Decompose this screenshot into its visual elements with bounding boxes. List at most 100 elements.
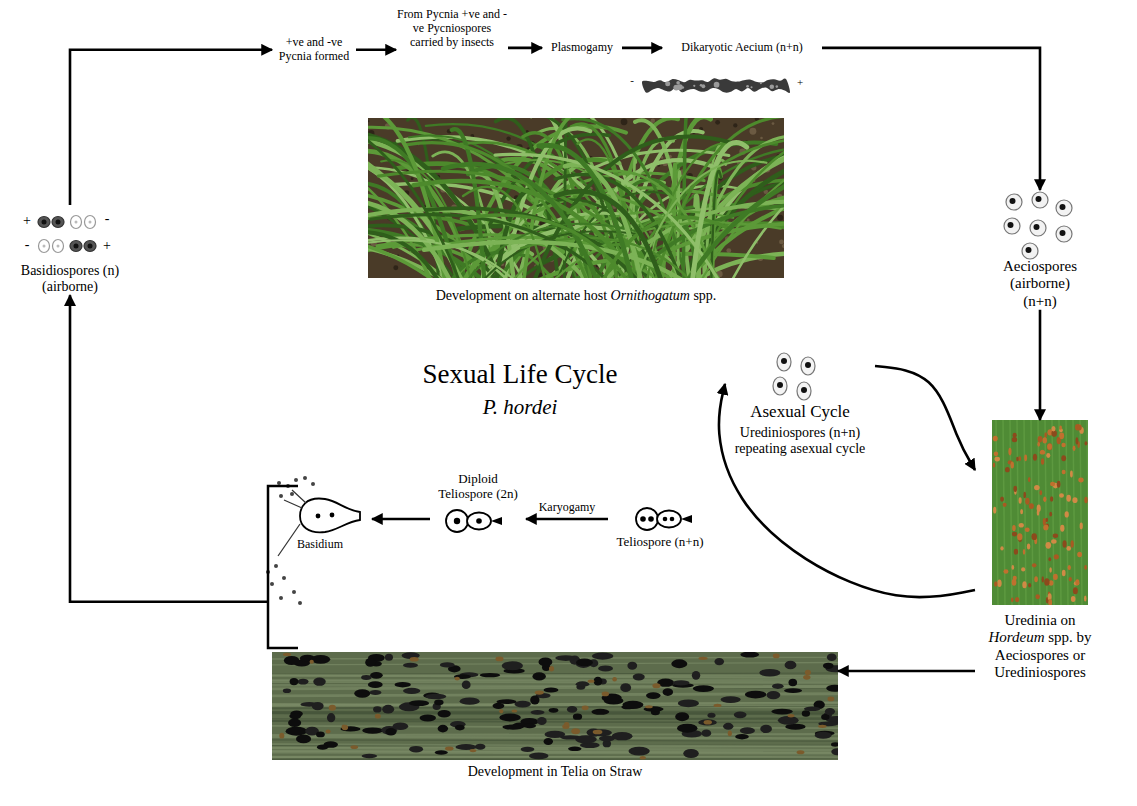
telium bbox=[714, 658, 724, 665]
uredinium bbox=[535, 690, 544, 694]
grass-blade bbox=[461, 215, 630, 278]
straw-streak bbox=[272, 657, 838, 659]
rust-pustule bbox=[1044, 578, 1049, 586]
telium bbox=[555, 655, 576, 661]
nucleus bbox=[330, 513, 335, 518]
uredinium bbox=[714, 704, 722, 707]
rust-pustule bbox=[1044, 432, 1047, 438]
rust-pustule bbox=[1050, 482, 1055, 486]
grass-blade bbox=[368, 230, 438, 278]
telium bbox=[576, 681, 590, 687]
leaf-vein bbox=[1024, 420, 1026, 605]
leaf-vein bbox=[1045, 420, 1047, 605]
mating-sign: - bbox=[630, 74, 634, 86]
uredinium bbox=[652, 683, 660, 688]
straw-streak bbox=[272, 685, 838, 687]
rust-pustule bbox=[1059, 493, 1064, 498]
nucleus bbox=[1060, 230, 1066, 236]
bracket bbox=[268, 486, 298, 648]
sterigma bbox=[278, 524, 300, 556]
telium bbox=[521, 747, 535, 752]
rust-pustule bbox=[1054, 554, 1059, 559]
rust-pustule bbox=[1023, 492, 1026, 499]
rust-pustule bbox=[1084, 565, 1087, 570]
aecium-speck bbox=[746, 85, 749, 88]
aecium-speck bbox=[665, 81, 670, 86]
rust-pustule bbox=[1078, 477, 1083, 482]
mating-sign: + bbox=[797, 76, 803, 88]
basidiospore-dot bbox=[282, 576, 286, 580]
rust-pustule bbox=[1028, 583, 1031, 587]
nucleus bbox=[777, 382, 783, 388]
rust-pustule bbox=[1018, 456, 1021, 461]
leaf-panel: Uredinia on Hordeum spp. by Aeciospores … bbox=[975, 420, 1105, 681]
basidiospore-dot bbox=[294, 478, 298, 482]
telium bbox=[502, 661, 523, 670]
telium bbox=[567, 706, 577, 713]
spore-cell bbox=[446, 510, 468, 532]
uredinium bbox=[342, 725, 348, 731]
rust-pustule bbox=[1011, 597, 1014, 602]
spore-stage: Teliospore (n+n) bbox=[608, 503, 712, 552]
rust-pustule bbox=[1048, 557, 1051, 561]
nucleus bbox=[1060, 204, 1066, 210]
telium bbox=[289, 713, 301, 719]
basidiospore bbox=[52, 217, 64, 228]
telium bbox=[313, 678, 326, 686]
basidiospore bbox=[70, 241, 82, 252]
rust-pustule bbox=[1043, 518, 1046, 525]
straw-streak bbox=[272, 718, 838, 720]
soil-speck bbox=[747, 218, 750, 221]
uredinium bbox=[787, 714, 794, 717]
straw-streak bbox=[272, 740, 838, 741]
uredinium bbox=[797, 750, 805, 754]
rust-pustule bbox=[1040, 450, 1044, 454]
telium bbox=[284, 656, 300, 665]
telium bbox=[403, 688, 420, 694]
telium bbox=[365, 658, 375, 667]
stage-label: Plasmogamy bbox=[542, 41, 622, 55]
node-text: Basidiospores (n) (airborne) bbox=[12, 263, 128, 295]
host-photo-panel: Development on alternate host Ornithogat… bbox=[368, 118, 784, 304]
node-text: Diploid Teliospore (2n) bbox=[430, 472, 526, 502]
telium bbox=[735, 734, 749, 739]
telium bbox=[395, 682, 411, 687]
rust-pustule bbox=[1031, 533, 1037, 540]
telium bbox=[628, 747, 649, 756]
straw-photo bbox=[272, 652, 838, 760]
telium bbox=[701, 729, 711, 736]
uredinium bbox=[549, 666, 554, 672]
telium bbox=[789, 679, 798, 687]
telium bbox=[815, 732, 832, 739]
node-text: Plasmogamy bbox=[542, 41, 622, 55]
arrow-connector bbox=[838, 670, 975, 673]
arrow-connector bbox=[526, 518, 608, 521]
nucleus bbox=[1008, 222, 1014, 228]
soil-speck bbox=[733, 123, 737, 127]
rust-pustule bbox=[1045, 542, 1051, 549]
telium bbox=[327, 713, 335, 722]
barley-leaf bbox=[992, 420, 1088, 605]
rust-pustule bbox=[994, 451, 999, 456]
rust-pustule bbox=[1011, 565, 1014, 570]
node-body: Urediniospores (n+n) repeating asexual c… bbox=[725, 425, 875, 457]
telium bbox=[362, 727, 383, 733]
rust-pustule bbox=[1051, 430, 1056, 437]
leaf-vein bbox=[996, 420, 998, 605]
mating-sign: + bbox=[103, 238, 111, 253]
aeciospore bbox=[1004, 218, 1020, 234]
telium bbox=[707, 713, 715, 718]
rust-pustule bbox=[1060, 525, 1064, 532]
rust-pustule bbox=[1027, 543, 1030, 549]
urediniospore bbox=[797, 382, 811, 400]
nucleus bbox=[57, 245, 60, 248]
uredinium bbox=[326, 730, 331, 734]
telium bbox=[440, 662, 455, 667]
nucleus bbox=[1036, 196, 1042, 202]
rust-pustule bbox=[1059, 426, 1062, 430]
telium bbox=[524, 723, 537, 728]
straw-streak bbox=[272, 713, 838, 714]
telium bbox=[759, 669, 780, 677]
uredinium bbox=[455, 677, 460, 681]
rust-pustule bbox=[1062, 570, 1066, 576]
